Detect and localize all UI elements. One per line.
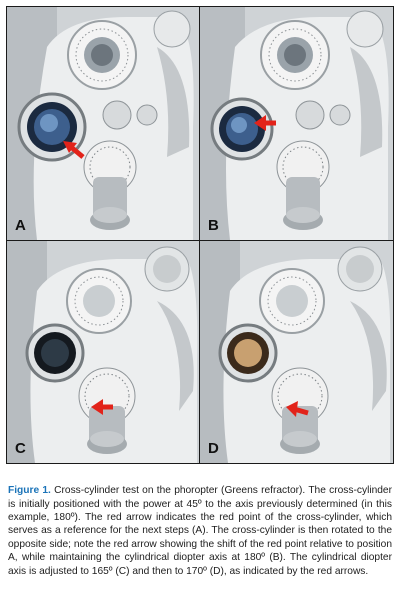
red-arrow-d xyxy=(286,401,309,417)
panel-c-photo: C xyxy=(7,241,199,463)
panel-label-c: C xyxy=(15,440,26,457)
red-arrow-a xyxy=(63,141,85,159)
figure-caption-text: Cross-cylinder test on the phoropter (Gr… xyxy=(8,485,392,577)
phoropter-illustration-b xyxy=(200,7,393,240)
vertical-divider xyxy=(199,7,200,463)
panel-b-photo: B xyxy=(200,7,393,240)
red-arrow-c xyxy=(91,399,113,415)
horizontal-divider xyxy=(7,240,393,241)
figure-caption: Figure 1. Cross-cylinder test on the pho… xyxy=(8,484,392,578)
figure-caption-label: Figure 1. xyxy=(8,485,51,497)
figure-photo-grid: A B xyxy=(6,6,394,464)
panel-label-b: B xyxy=(208,217,219,234)
panel-a-photo: A xyxy=(7,7,199,240)
phoropter-illustration-c xyxy=(7,241,199,463)
panel-d-photo: D xyxy=(200,241,393,463)
phoropter-illustration-d xyxy=(200,241,393,463)
red-arrow-b xyxy=(254,115,276,131)
panel-label-a: A xyxy=(15,217,26,234)
phoropter-illustration-a xyxy=(7,7,199,240)
panel-label-d: D xyxy=(208,440,219,457)
